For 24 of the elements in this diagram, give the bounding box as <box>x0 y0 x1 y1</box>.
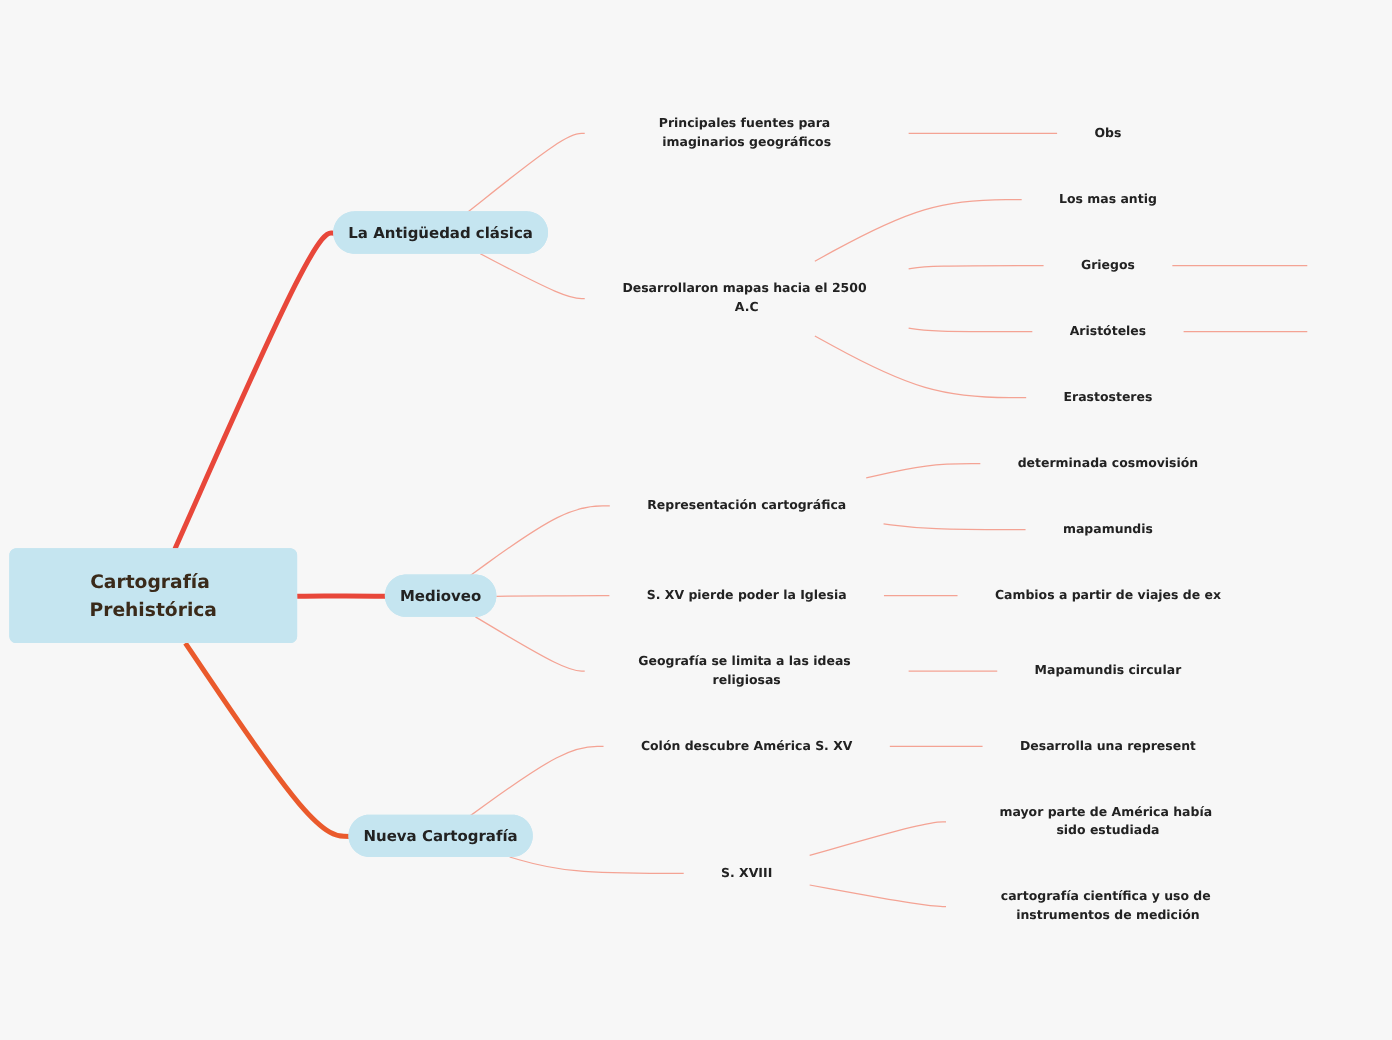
connector-line <box>814 198 1023 262</box>
connector-line <box>466 132 586 214</box>
connector-line <box>809 821 947 857</box>
connector-line <box>495 595 611 597</box>
connector-line <box>469 745 605 817</box>
connector-line <box>509 856 685 875</box>
connector-line <box>882 523 1027 531</box>
branch-line <box>297 593 387 599</box>
branch-line <box>172 230 335 551</box>
connector-line <box>1171 264 1308 267</box>
connector-line <box>908 670 998 672</box>
connector-line <box>883 595 959 597</box>
branch-line <box>183 641 350 839</box>
connector-line <box>908 327 1033 333</box>
connector-line <box>814 335 1027 399</box>
connector-line <box>479 253 586 300</box>
connector-line <box>908 264 1045 270</box>
connector-line <box>469 505 611 577</box>
connector-line <box>1182 330 1308 333</box>
connector-line <box>474 616 586 672</box>
connector-line <box>908 132 1058 135</box>
connector-line <box>889 745 984 748</box>
connector-line <box>809 884 947 908</box>
connector-line <box>865 463 981 479</box>
